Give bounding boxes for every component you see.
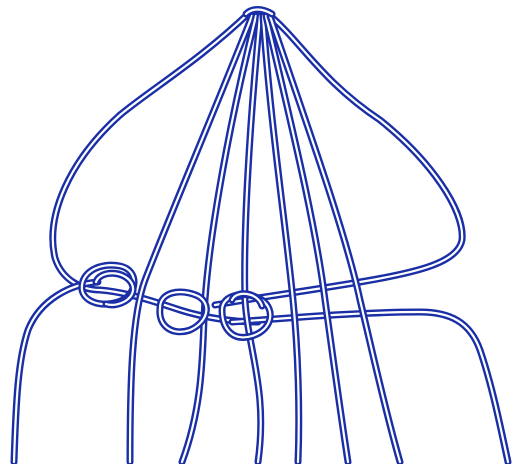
cord-strand-1 <box>130 16 252 462</box>
cord-outer-right-loop <box>215 14 462 305</box>
cord-layer <box>14 10 508 463</box>
cord-left-tail <box>14 282 98 462</box>
cord-strand-1-core <box>130 16 252 462</box>
cord-left-tail-core <box>14 282 98 462</box>
